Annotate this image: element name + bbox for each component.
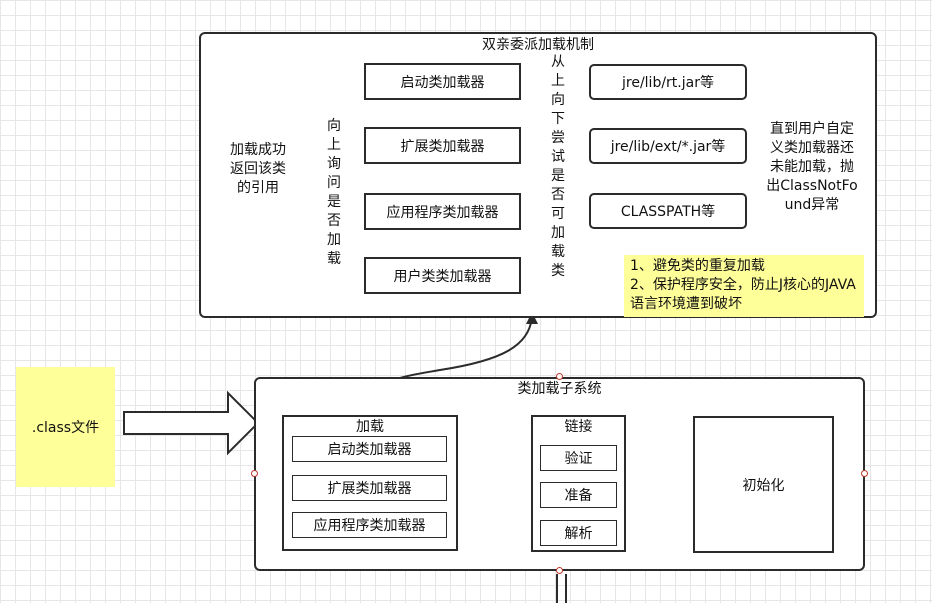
link-prepare-item: 准备: [540, 482, 617, 508]
ext-jar-box: jre/lib/ext/*.jar等: [589, 128, 747, 164]
anchor-point: [556, 567, 563, 574]
class-input-arrow: [123, 390, 260, 456]
parent-delegation-title: 双亲委派加载机制: [482, 37, 594, 53]
load-group-title: 加载: [356, 419, 384, 435]
class-file-note: .class文件: [16, 367, 115, 487]
rt-jar-box: jre/lib/rt.jar等: [589, 64, 747, 100]
classpath-box: CLASSPATH等: [589, 193, 747, 229]
anchor-point: [251, 470, 258, 477]
user-loader-box: 用户类类加载器: [364, 257, 521, 294]
anchor-point: [861, 470, 868, 477]
link-resolve-item: 解析: [540, 520, 617, 546]
class-loader-subsystem-title: 类加载子系统: [517, 381, 602, 397]
initialization-box: 初始化: [693, 416, 834, 553]
load-bootstrap-item: 启动类加载器: [292, 436, 447, 462]
bootstrap-loader-box: 启动类加载器: [364, 63, 521, 100]
application-loader-box: 应用程序类加载器: [364, 193, 521, 230]
right-doc-text: 直到用户自定义类加载器还未能加载，抛出ClassNotFound异常: [766, 121, 858, 213]
up-arrow-label: 向上询问是否加载: [327, 118, 341, 267]
load-extension-item: 扩展类加载器: [292, 475, 447, 501]
left-doc-text: 加载成功返回该类的引用: [230, 142, 286, 196]
top-note: 1、避免类的重复加载 2、保护程序安全，防止J核心的JAVA语言环境遭到破坏: [624, 255, 864, 317]
anchor-point: [556, 373, 563, 380]
link-group-title: 链接: [564, 419, 593, 435]
link-verify-item: 验证: [540, 445, 617, 471]
load-application-item: 应用程序类加载器: [292, 512, 447, 538]
extension-loader-box: 扩展类加载器: [364, 127, 521, 164]
down-arrow-label: 从上向下尝试是否可加载类: [551, 54, 565, 279]
